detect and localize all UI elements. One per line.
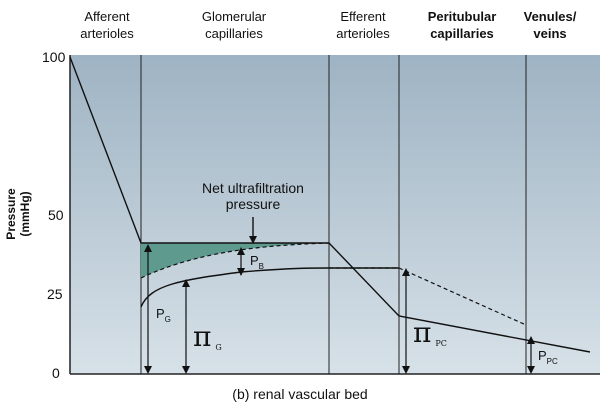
region-label-glomerular: Glomerular capillaries: [184, 8, 284, 42]
oncotic-pressure-peritubular-dashed: [329, 267, 527, 326]
pb-symbol: PB: [250, 253, 264, 271]
region-peritubular-line1: Peritubular: [427, 9, 497, 24]
region-label-peritubular: Peritubular capillaries: [412, 8, 512, 42]
annotation-line2: pressure: [225, 196, 281, 212]
region-efferent-line1: Efferent: [340, 9, 386, 24]
bowman-pressure-curve: [140, 242, 330, 279]
region-peritubular-line2: capillaries: [430, 26, 494, 41]
region-afferent-line2: arterioles: [80, 26, 134, 41]
y-tick-100: 100: [42, 49, 66, 65]
region-venules-line2: veins: [533, 26, 567, 41]
pg-symbol: PG: [156, 306, 171, 324]
y-tick-0: 0: [52, 365, 60, 381]
region-glomerular-line1: Glomerular: [201, 9, 267, 24]
annotation-line1: Net ultrafiltration: [202, 180, 304, 196]
figure-caption: (b) renal vascular bed: [232, 386, 368, 402]
net-ultrafiltration-label: Net ultrafiltration pressure: [178, 180, 328, 212]
plot-background: [70, 55, 600, 374]
ppc-symbol: PPC: [538, 348, 558, 366]
region-label-efferent: Efferent arterioles: [318, 8, 408, 42]
region-afferent-line1: Afferent: [84, 9, 130, 24]
region-label-venules: Venules/ veins: [510, 8, 590, 42]
y-tick-25: 25: [47, 286, 63, 302]
net-ultrafiltration-area: [141, 243, 329, 278]
region-glomerular-line2: capillaries: [205, 26, 263, 41]
y-tick-50: 50: [48, 207, 64, 223]
region-venules-line1: Venules/: [523, 9, 577, 24]
region-label-afferent: Afferent arterioles: [62, 8, 152, 42]
region-efferent-line2: arterioles: [336, 26, 390, 41]
